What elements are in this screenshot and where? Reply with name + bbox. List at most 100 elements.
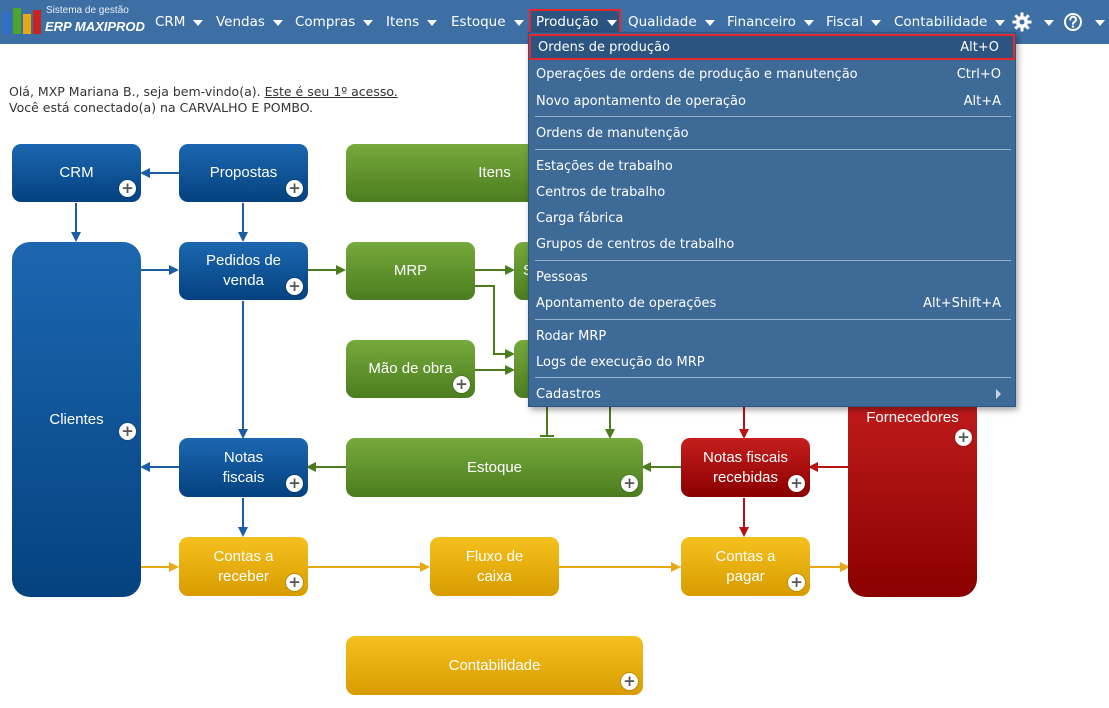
chevron-down-icon (513, 19, 524, 26)
estoque-label: Estoque (466, 458, 523, 476)
menu-cadastros[interactable]: Cadastros (529, 382, 1015, 406)
menu-estacoes-trabalho[interactable]: Estações de trabalho (536, 158, 673, 174)
menu-logs-mrp[interactable]: Logs de execução do MRP (536, 354, 705, 370)
chevron-down-icon (995, 19, 1006, 26)
help-menu[interactable] (1063, 12, 1105, 32)
estoque-box[interactable]: Estoque + (346, 438, 643, 497)
settings-menu[interactable] (1012, 12, 1054, 32)
itens-label: Itens (478, 164, 511, 181)
menu-divider (535, 116, 1011, 117)
fluxo-label-line1: Fluxo de (465, 547, 524, 565)
brand-subtitle: Sistema de gestão (46, 5, 129, 16)
chevron-down-icon (606, 19, 617, 26)
pedidos-label-line2: venda (223, 272, 264, 289)
clientes-label: Clientes (49, 410, 104, 428)
notas-fiscais-recebidas-box[interactable]: Notas fiscais recebidas + (681, 438, 810, 497)
propostas-label: Propostas (209, 164, 278, 181)
receber-label-line2: receber (218, 567, 269, 585)
crm-box[interactable]: CRM + (12, 144, 141, 202)
fornecedores-box[interactable]: Fornecedores + (848, 380, 977, 597)
shortcut-alt-shift-a: Alt+Shift+A (923, 295, 1001, 311)
contas-receber-box[interactable]: Contas a receber + (179, 537, 308, 596)
menu-centros-trabalho[interactable]: Centros de trabalho (536, 184, 666, 200)
pagar-label-line2: pagar (726, 567, 765, 585)
chevron-down-icon (704, 19, 715, 26)
shortcut-alt-o: Alt+O (960, 39, 999, 55)
mrp-label: MRP (393, 262, 428, 279)
add-icon[interactable]: + (286, 475, 303, 492)
menu-ordens-manutencao[interactable]: Ordens de manutenção (536, 125, 689, 141)
chevron-down-icon (871, 19, 882, 26)
add-icon[interactable]: + (286, 574, 303, 591)
receber-label-line1: Contas a (213, 547, 274, 565)
pagar-label-line1: Contas a (715, 547, 776, 565)
greeting-text: Olá, MXP Mariana B., seja bem-vindo(a). (9, 84, 261, 99)
nav-vendas[interactable]: Vendas (216, 0, 283, 44)
nav-compras[interactable]: Compras (295, 0, 374, 44)
chevron-down-icon (1044, 19, 1054, 26)
add-icon[interactable]: + (621, 475, 638, 492)
welcome-message: Olá, MXP Mariana B., seja bem-vindo(a). … (9, 84, 398, 116)
menu-divider (535, 319, 1011, 320)
notas-label-line1: Notas (223, 448, 264, 466)
contas-pagar-box[interactable]: Contas a pagar + (681, 537, 810, 596)
add-icon[interactable]: + (286, 180, 303, 197)
mao-de-obra-box[interactable]: Mão de obra + (346, 340, 475, 398)
crm-label: CRM (59, 164, 94, 181)
add-icon[interactable]: + (788, 574, 805, 591)
add-icon[interactable]: + (119, 423, 136, 440)
chevron-right-icon (996, 389, 1001, 399)
chevron-down-icon (193, 19, 204, 26)
nav-crm[interactable]: CRM (155, 0, 204, 44)
shortcut-ctrl-o: Ctrl+O (956, 66, 1001, 82)
nfr-label-line2: recebidas (712, 468, 779, 486)
menu-rodar-mrp[interactable]: Rodar MRP (536, 328, 607, 344)
nav-qualidade[interactable]: Qualidade (628, 0, 715, 44)
notas-fiscais-box[interactable]: Notas fiscais + (179, 438, 308, 497)
menu-divider (535, 377, 1011, 378)
chevron-down-icon (427, 19, 438, 26)
gear-icon (1012, 12, 1032, 32)
brand-title: ERP MAXIPROD (45, 19, 145, 34)
add-icon[interactable]: + (955, 429, 972, 446)
menu-pessoas[interactable]: Pessoas (536, 269, 588, 285)
shortcut-alt-a: Alt+A (963, 93, 1001, 109)
clientes-box[interactable]: Clientes + (12, 242, 141, 597)
nav-fiscal[interactable]: Fiscal (826, 0, 882, 44)
menu-divider (535, 260, 1011, 261)
add-icon[interactable]: + (286, 278, 303, 295)
contabilidade-label: Contabilidade (448, 656, 541, 674)
erp-logo-icon[interactable] (3, 8, 41, 36)
propostas-box[interactable]: Propostas + (179, 144, 308, 202)
nav-estoque[interactable]: Estoque (451, 0, 524, 44)
nav-producao[interactable]: Produção (536, 0, 617, 44)
chevron-down-icon (363, 19, 374, 26)
add-icon[interactable]: + (453, 376, 470, 393)
notas-label-line2: fiscais (222, 468, 265, 486)
menu-divider (535, 149, 1011, 150)
nav-itens[interactable]: Itens (386, 0, 438, 44)
mao-de-obra-label: Mão de obra (368, 360, 453, 377)
menu-grupos-centros[interactable]: Grupos de centros de trabalho (536, 236, 735, 252)
nfr-label-line1: Notas fiscais (702, 448, 789, 466)
contabilidade-box[interactable]: Contabilidade + (346, 636, 643, 695)
add-icon[interactable]: + (119, 180, 136, 197)
connected-company-text: Você está conectado(a) na CARVALHO E POM… (9, 100, 314, 115)
add-icon[interactable]: + (621, 673, 638, 690)
add-icon[interactable]: + (788, 475, 805, 492)
nav-financeiro[interactable]: Financeiro (727, 0, 814, 44)
first-access-link[interactable]: Este é seu 1º acesso. (264, 84, 398, 99)
chevron-down-icon (272, 19, 283, 26)
chevron-down-icon (1095, 19, 1105, 26)
mrp-box[interactable]: MRP (346, 242, 475, 300)
nav-contabilidade[interactable]: Contabilidade (894, 0, 1006, 44)
menu-operacoes-ordens[interactable]: Operações de ordens de produção e manute… (536, 66, 1001, 82)
menu-carga-fabrica[interactable]: Carga fábrica (536, 210, 624, 226)
help-icon (1064, 13, 1082, 31)
